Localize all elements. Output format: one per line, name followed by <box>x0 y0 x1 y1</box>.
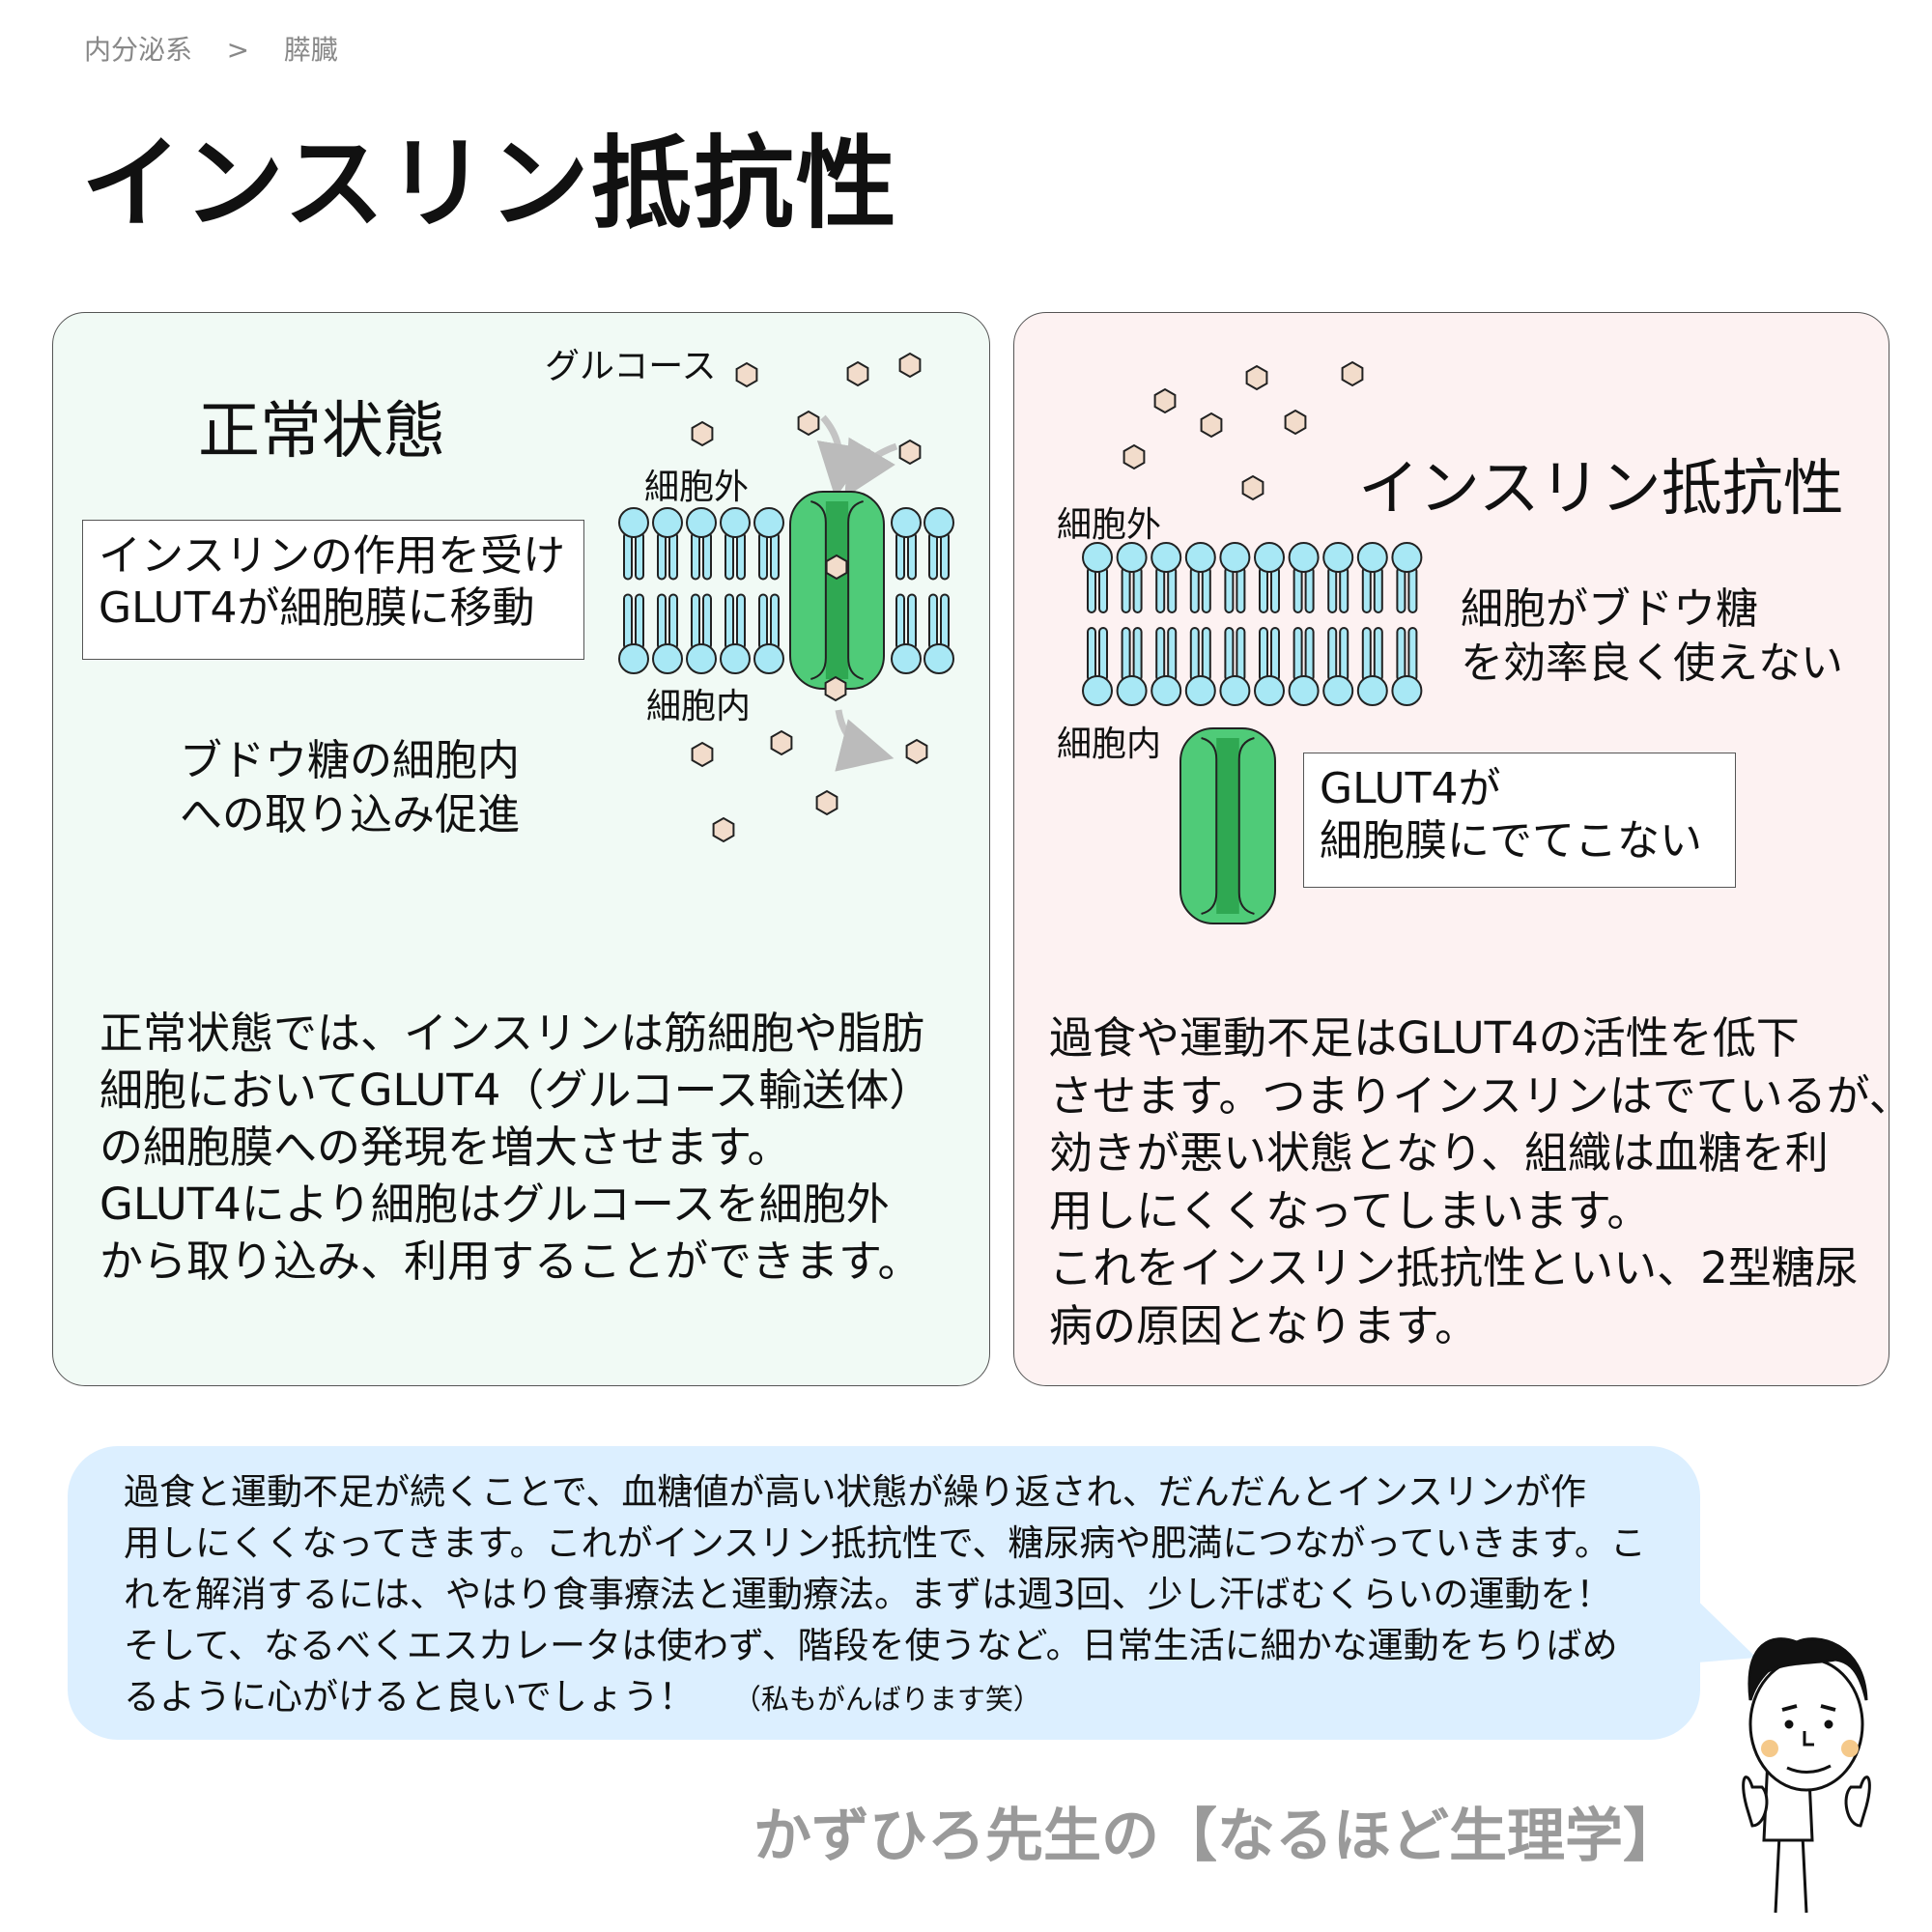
description-line: の細胞膜への発現を増大させます。 <box>99 1122 791 1173</box>
note-line: 細胞膜にでてこない <box>1320 816 1702 866</box>
bubble-line-text: るように心がけると良いでしょう！ <box>124 1676 695 1718</box>
phospholipid <box>1184 542 1216 706</box>
bubble-line: 用しにくくなってきます。これがインスリン抵抗性で、糖尿病や肥満につながっていきま… <box>124 1522 1646 1564</box>
glucose-inflow-arrow <box>816 414 871 498</box>
phospholipid <box>1356 542 1388 706</box>
glucose-molecule <box>905 738 928 765</box>
glucose-molecule <box>898 352 922 379</box>
glucose-molecule <box>712 816 735 843</box>
glucose-molecule <box>1284 409 1307 436</box>
phospholipid <box>1254 542 1285 706</box>
description-line: GLUT4により細胞はグルコースを細胞外 <box>99 1179 890 1230</box>
phospholipid <box>1151 542 1182 706</box>
extracellular-label: 細胞外 <box>644 468 750 507</box>
bubble-line: 過食と運動不足が続くことで、血糖値が高い状態が繰り返され、だんだんとインスリンが… <box>124 1471 1587 1513</box>
breadcrumb: 内分泌系 > 膵臓 <box>84 29 338 68</box>
phospholipid <box>1219 542 1251 706</box>
glucose-molecule <box>1341 360 1364 387</box>
intracellular-label: 細胞内 <box>646 687 752 726</box>
note-line: 細胞がブドウ糖 <box>1461 584 1758 634</box>
phospholipid <box>1116 542 1148 706</box>
resistance-description: 過食や運動不足はGLUT4の活性を低下 させます。つまりインスリンはでているが、… <box>1049 1009 1913 1354</box>
description-line: 効きが悪い状態となり、組織は血糖を利 <box>1049 1127 1829 1179</box>
description-line: から取り込み、利用することができます。 <box>99 1236 922 1287</box>
note-line: インスリンの作用を受け <box>99 531 566 581</box>
glut4-transporter-internal <box>1179 727 1276 924</box>
glucose-molecule <box>815 789 838 816</box>
note-line: GLUT4が細胞膜に移動 <box>99 583 535 633</box>
glut4-absent-note: GLUT4が 細胞膜にでてこない <box>1303 753 1736 888</box>
glucose-molecule <box>1122 443 1146 470</box>
phospholipid <box>1082 542 1113 706</box>
phospholipid <box>1322 542 1354 706</box>
glucose-inflow-arrow <box>844 437 898 498</box>
glucose-molecule <box>846 360 869 387</box>
phospholipid <box>686 507 717 674</box>
bubble-line: れを解消するには、やはり食事療法と運動療法。まずは週3回、少し汗ばむくらいの運動… <box>124 1574 1612 1615</box>
glucose-molecule <box>824 675 847 702</box>
phospholipid <box>618 507 649 674</box>
uptake-note: ブドウ糖の細胞内 への取り込み促進 <box>180 734 520 842</box>
extracellular-label: 細胞外 <box>1057 505 1162 545</box>
glucose-molecule <box>691 741 714 768</box>
note-line: を効率良く使えない <box>1461 639 1843 688</box>
glucose-label: グルコース <box>545 347 717 386</box>
description-line: 正常状態では、インスリンは筋細胞や脂肪 <box>99 1008 925 1059</box>
description-line: 用しにくくなってしまいます。 <box>1049 1184 1651 1236</box>
glucose-molecule <box>797 410 820 437</box>
glucose-molecule <box>1241 474 1264 501</box>
speech-bubble-text: 過食と運動不足が続くことで、血糖値が高い状態が繰り返され、だんだんとインスリンが… <box>124 1466 1646 1725</box>
phospholipid <box>1288 542 1320 706</box>
normal-description: 正常状態では、インスリンは筋細胞や脂肪 細胞においてGLUT4（グルコース輸送体… <box>99 1005 932 1290</box>
phospholipid <box>652 507 683 674</box>
note-line: GLUT4が <box>1320 764 1501 813</box>
breadcrumb-parent[interactable]: 内分泌系 <box>84 34 193 66</box>
site-brand: かずひろ先生の【なるほど生理学】 <box>753 1803 1681 1870</box>
breadcrumb-current[interactable]: 膵臓 <box>283 34 338 66</box>
bubble-line: そして、なるべくエスカレータは使わず、階段を使うなど。日常生活に細かな運動をちり… <box>124 1625 1618 1666</box>
glucose-molecule <box>1200 412 1223 439</box>
glucose-molecule <box>1245 364 1268 391</box>
phospholipid <box>753 507 784 674</box>
description-line: させます。つまりインスリンはでているが、 <box>1049 1069 1913 1122</box>
phospholipid <box>891 507 922 674</box>
phospholipid <box>1391 542 1423 706</box>
page-title: インスリン抵抗性 <box>81 125 898 242</box>
description-line: 過食や運動不足はGLUT4の活性を低下 <box>1049 1012 1800 1064</box>
glut4-move-note: インスリンの作用を受け GLUT4が細胞膜に移動 <box>82 520 584 660</box>
description-line: 病の原因となります。 <box>1049 1299 1479 1351</box>
glucose-molecule <box>898 439 922 466</box>
glucose-uptake-arrow <box>835 709 895 772</box>
description-line: 細胞においてGLUT4（グルコース輸送体） <box>99 1065 933 1116</box>
glucose-molecule <box>691 420 714 447</box>
glucose-molecule <box>825 554 848 581</box>
bubble-line: るように心がけると良いでしょう！ （私もがんばります笑） <box>124 1671 1646 1725</box>
intracellular-label: 細胞内 <box>1057 724 1162 764</box>
breadcrumb-separator: > <box>226 34 250 66</box>
inefficient-note: 細胞がブドウ糖 を効率良く使えない <box>1461 582 1843 691</box>
phospholipid <box>923 507 954 674</box>
bubble-aside: （私もがんばります笑） <box>732 1683 1041 1716</box>
glucose-molecule <box>770 729 793 756</box>
normal-heading: 正常状態 <box>198 396 445 468</box>
uptake-line: への取り込み促進 <box>180 790 520 839</box>
resistance-heading: インスリン抵抗性 <box>1358 453 1844 524</box>
description-line: これをインスリン抵抗性といい、2型糖尿 <box>1049 1242 1859 1293</box>
speech-bubble <box>68 1446 1700 1740</box>
glucose-molecule <box>1153 387 1177 414</box>
uptake-line: ブドウ糖の細胞内 <box>180 736 520 785</box>
phospholipid <box>720 507 751 674</box>
glucose-molecule <box>735 361 758 388</box>
